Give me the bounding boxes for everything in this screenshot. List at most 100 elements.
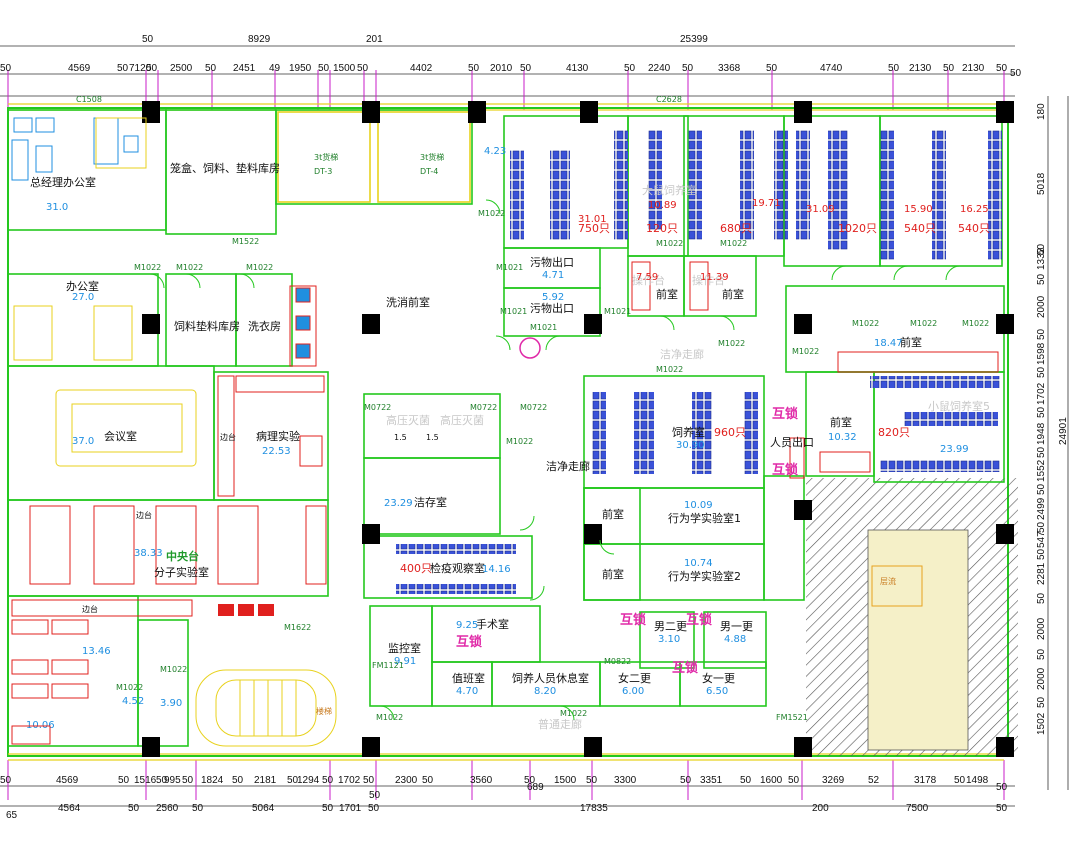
- dim-top2-24: 50: [888, 63, 900, 74]
- dim-top2-13: 4402: [410, 63, 433, 74]
- small-room1-area: 13.46: [82, 646, 111, 657]
- dim-bot2-9: 200: [812, 803, 829, 814]
- dim-top2-7: 2451: [233, 63, 256, 74]
- dim-bot-27: 3269: [822, 775, 845, 786]
- small-room3-area: 4.52: [122, 696, 144, 707]
- rat-room1-cap: 750只: [578, 222, 610, 235]
- room-male-change2-area: 3.10: [658, 634, 680, 645]
- dim-right-2: 50: [1036, 243, 1047, 255]
- room-center-bench: 中央台: [166, 549, 199, 563]
- dim-bot-20: 50: [586, 775, 598, 786]
- dim-right-17: 547: [1036, 531, 1047, 548]
- window-label: C2628: [656, 95, 682, 104]
- dim-top2-3: 7120: [129, 63, 152, 74]
- dim-bot-4: 50: [156, 775, 168, 786]
- room-female-change1-area: 6.50: [706, 686, 728, 697]
- cage-rack: [692, 392, 712, 474]
- room-staff-rest: 饲养人员休息室: [512, 671, 589, 685]
- dim-top2-23: 4740: [820, 63, 843, 74]
- dim-bot-25: 1600: [760, 775, 783, 786]
- dim-top2-5: 2500: [170, 63, 193, 74]
- room-ante5: 前室: [830, 415, 852, 429]
- door-label: M1522: [232, 237, 259, 246]
- op-bench-label2: 操作台: [692, 273, 725, 287]
- door-label: M1022: [718, 339, 745, 348]
- op-bench-area2: 11.39: [700, 272, 729, 283]
- top-dimension-row2: 50 4569 50 7120 50 2500 50 2451 49 1950 …: [0, 63, 1022, 79]
- door-swings: [149, 199, 961, 721]
- door-label: M1021: [496, 263, 523, 272]
- door-label: M1022: [246, 263, 273, 272]
- dim-top2-8: 49: [269, 63, 281, 74]
- mouse-room5-label: 小鼠饲养室5: [928, 399, 990, 413]
- door-label: M0722: [364, 403, 391, 412]
- mouse-room-cap: 1020只: [838, 222, 877, 235]
- dim-bot2-10: 7500: [906, 803, 929, 814]
- door-label: M1022: [720, 239, 747, 248]
- room-female-change2: 女二更: [618, 671, 651, 685]
- dim-right-22: 50: [1036, 648, 1047, 660]
- room-molecular: 分子实验室: [154, 565, 209, 579]
- top-dimension-row1: 50 8929 201 25399: [142, 34, 708, 45]
- mouse-room2-area: 15.90: [904, 204, 933, 215]
- room-clean-corridor2: 洁净走廊: [660, 347, 704, 361]
- room-feed-store: 饲料垫料库房: [174, 319, 240, 333]
- room-duty-area: 4.70: [456, 686, 478, 697]
- room-labels: 总经理办公室 31.0 笼盒、饲料、垫料库房 3t货梯 DT-3 3t货梯 DT…: [26, 146, 990, 731]
- room-monitor: 监控室: [388, 641, 421, 655]
- small-room4-area: 3.90: [160, 698, 182, 709]
- op-bench-label: 操作台: [632, 273, 665, 287]
- equipment-circle: [519, 337, 541, 359]
- dim-top2-27: 2130: [962, 63, 985, 74]
- dim-top2-28: 50: [996, 63, 1008, 74]
- lift-cabin: [871, 565, 923, 607]
- room-behavior1: 行为学实验室1: [668, 511, 741, 525]
- autoclave-label2: 高压灭菌: [440, 413, 484, 427]
- interlock-label-6: 互锁: [456, 634, 482, 650]
- dim-bot-misc-0: 65: [6, 810, 18, 821]
- room-behavior1-area: 10.09: [684, 500, 713, 511]
- cage-rack: [904, 412, 998, 426]
- bottom-dimension-row2: 4564 50 2560 50 5064 50 1701 50 17835 20…: [6, 782, 1008, 821]
- dim-bot-22: 50: [680, 775, 692, 786]
- dim-right-20: 50: [1036, 592, 1047, 604]
- room-male-change2: 男二更: [654, 620, 687, 633]
- room-staff-rest-area: 8.20: [534, 686, 556, 697]
- top-dimension-lines: [0, 45, 1015, 97]
- rat-room2-area: 10.89: [648, 200, 677, 211]
- dim-bot-17: 3560: [470, 775, 493, 786]
- op-bench-area1: 7.59: [636, 272, 658, 283]
- dim-top2-1: 4569: [68, 63, 91, 74]
- interlock-label-3: 互锁: [620, 612, 646, 628]
- dim-top2-12: 50: [357, 63, 369, 74]
- interlock-label-2: 互锁: [772, 462, 798, 478]
- dim-top2-11: 1500: [333, 63, 356, 74]
- door-label: M1022: [478, 209, 505, 218]
- room-meeting: 会议室: [104, 429, 137, 443]
- room-waste-exit2-area: 5.92: [542, 292, 564, 303]
- lift3-code: DT-3: [314, 167, 332, 176]
- dim-right-5: 2000: [1036, 295, 1047, 318]
- right-dimension-text: 180 5018 50 1332 50 2000 50 1598 50 1702…: [1036, 103, 1069, 735]
- m-area: 4.23: [484, 146, 506, 157]
- room-waste-exit1-area: 4.71: [542, 270, 564, 281]
- dim-top2-9: 1950: [289, 63, 312, 74]
- interlock-labels: 互锁 互锁 互锁 互锁 互锁 互锁: [456, 406, 798, 676]
- dim-top2-2: 50: [117, 63, 129, 74]
- cage-rack: [396, 584, 516, 594]
- door-label: M0722: [470, 403, 497, 412]
- room-female-change1: 女一更: [702, 671, 735, 685]
- room-pathology-area: 22.53: [262, 446, 291, 457]
- room-ante1: 前室: [602, 507, 624, 521]
- dim-bot-24: 50: [740, 775, 752, 786]
- window-label: C1508: [76, 95, 102, 104]
- mouse-room5-cap: 820只: [878, 426, 910, 439]
- room-behavior2: 行为学实验室2: [668, 569, 741, 583]
- staff-exit-label: 人员出口: [770, 435, 814, 449]
- washers: [295, 287, 311, 359]
- lift4-label: 3t货梯: [420, 152, 444, 162]
- door-label: M1021: [500, 307, 527, 316]
- dim-top2-14: 50: [468, 63, 480, 74]
- door-labels: M1022 M1022 M1022 M1022 M1022 M1022 M102…: [76, 95, 989, 722]
